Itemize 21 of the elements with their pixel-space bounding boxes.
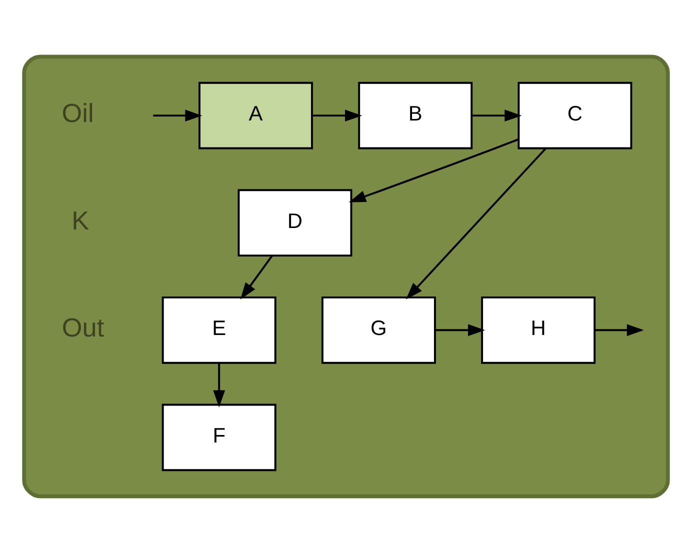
node-box: B <box>358 81 473 149</box>
node-box: G <box>321 296 436 364</box>
arrow <box>406 147 546 299</box>
arrow <box>153 109 202 122</box>
arrow <box>348 138 519 202</box>
node-box: H <box>481 296 596 364</box>
node-box: E <box>162 296 276 364</box>
cluster <box>22 54 670 498</box>
arrow <box>435 324 486 336</box>
node-box: F <box>162 403 276 471</box>
arrow <box>472 109 522 122</box>
arrow <box>594 324 644 336</box>
label: Oil <box>62 98 94 128</box>
arrow <box>213 362 226 407</box>
node-box: D <box>238 188 352 256</box>
node-box: A <box>198 81 313 149</box>
node-box: C <box>518 81 632 149</box>
arrow <box>240 254 273 299</box>
label: K <box>72 204 90 235</box>
arrow <box>312 109 362 122</box>
label: Out <box>62 312 104 342</box>
